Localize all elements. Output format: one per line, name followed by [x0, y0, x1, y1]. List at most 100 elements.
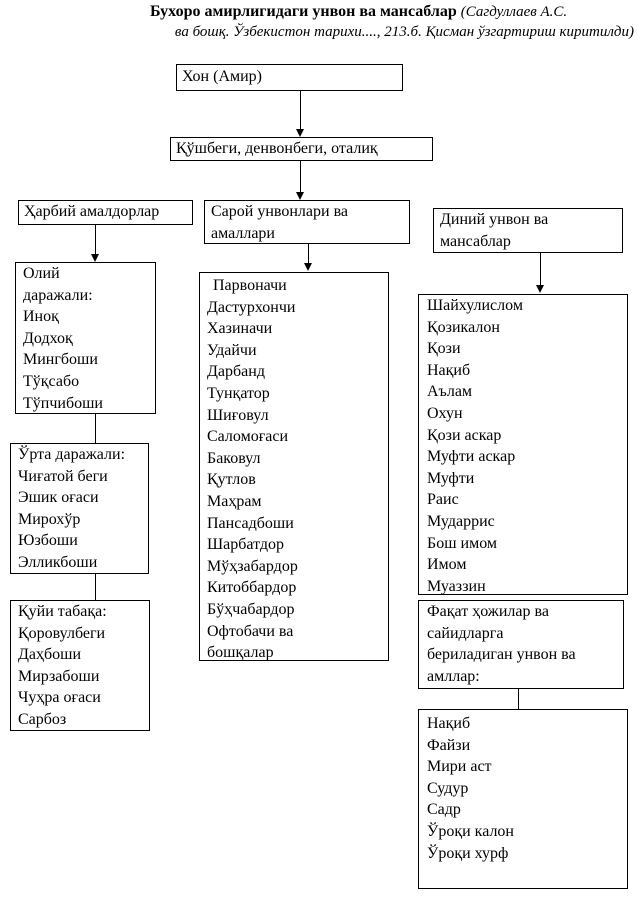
military-high-item: Додхоқ — [23, 329, 73, 347]
title-main: Бухоро амирлигидаги унвон ва мансаблар — [150, 3, 457, 20]
religious-item: Раис — [427, 491, 459, 509]
military-high-item: Олий — [23, 265, 60, 282]
arrow-down-icon — [296, 192, 304, 200]
hajji-item: Мири аст — [427, 758, 492, 776]
court-item: Дарбанд — [207, 363, 265, 381]
court-header-box: Сарой унвонлари ва амаллари — [204, 200, 410, 244]
military-header: Ҳарбий амалдорлар — [24, 203, 160, 220]
military-high-item: даражали: — [23, 286, 93, 304]
military-high-item: Мингбоши — [23, 351, 98, 369]
arrow-down-icon — [536, 285, 544, 293]
diagram-title: Бухоро амирлигидаги унвон ва мансаблар (… — [150, 3, 567, 21]
hajji-item: Ўроқи хурф — [427, 844, 509, 862]
khan-box: Хон (Амир) — [176, 64, 403, 91]
court-item: Шарбатдор — [207, 536, 284, 554]
religious-header-word: унвон — [489, 211, 530, 228]
religious-header-word: ва — [533, 211, 549, 228]
religious-header-box: Диний унвон ва мансаблар — [433, 208, 623, 253]
court-item: Китоббардор — [207, 579, 297, 597]
religious-item: Имом — [427, 556, 467, 574]
military-high-item: Тўпчибоши — [23, 394, 103, 412]
connector-line — [95, 225, 96, 254]
court-item: бошқалар — [207, 644, 274, 662]
hajji-item: Нақиб — [427, 715, 471, 732]
religious-item: Муфти аскар — [427, 448, 516, 466]
court-item: Удайчи — [207, 341, 257, 359]
connector-line — [518, 689, 519, 710]
religious-item: Қози — [427, 340, 461, 358]
religious-item: Муфти — [427, 469, 475, 487]
military-header-box: Ҳарбий амалдорлар — [18, 200, 193, 225]
religious-item: Бош имом — [427, 534, 498, 552]
military-low-item: Мирзабоши — [18, 667, 100, 685]
military-high-item: Иноқ — [23, 308, 59, 326]
military-high-item: Тўқсабо — [23, 372, 80, 390]
court-header-word: унвонлари — [257, 203, 330, 220]
hajji-header-line: сайидларга — [427, 624, 504, 642]
religious-item: Муаззин — [427, 577, 486, 595]
military-low-item: Қуйи табақа: — [18, 603, 107, 620]
court-item: Баковул — [207, 449, 261, 467]
hajji-item: Ўроқи калон — [427, 822, 514, 840]
court-item: Дастурхончи — [207, 298, 296, 316]
military-low-item: Қоровулбеги — [18, 624, 106, 642]
court-item: Саломоғаси — [207, 428, 289, 446]
court-header-line1: Сарой унвонлари ва — [211, 201, 403, 223]
court-header-word: Сарой — [211, 203, 254, 220]
religious-header-line1: Диний унвон ва — [440, 209, 616, 231]
connector-line — [95, 574, 96, 600]
kushbegi-label: Қўшбеги, денвонбеги, оталиқ — [176, 140, 378, 157]
hajji-header-line: бериладиган унвон ва — [427, 646, 576, 664]
court-item: Парвоначи — [213, 277, 287, 294]
military-middle-item: Элликбоши — [18, 553, 98, 571]
hajji-header-box: Фақат ҳожилар ва сайидларга бериладиган ун… — [418, 600, 624, 689]
court-header-line2: амаллари — [211, 224, 275, 242]
hajji-header-line: Фақат ҳожилар ва — [427, 603, 549, 620]
court-item: Тунқатор — [207, 384, 270, 402]
religious-item: Аълам — [427, 383, 473, 401]
hajji-item: Файзи — [427, 736, 471, 754]
connector-line — [540, 253, 541, 285]
hajji-item: Садр — [427, 801, 461, 819]
religious-item: Нақиб — [427, 361, 471, 379]
title-source: (Сагдуллаев А.С. — [460, 4, 568, 20]
arrow-down-icon — [296, 129, 304, 137]
khan-label: Хон (Амир) — [182, 68, 263, 85]
military-middle-item: Юзбоши — [18, 532, 78, 550]
military-low-item: Чуҳра оғаси — [18, 689, 101, 707]
religious-item: Мударрис — [427, 512, 495, 530]
religious-item: Қози аскар — [427, 426, 502, 444]
military-middle-item: Ўрта даражали: — [18, 446, 126, 463]
arrow-down-icon — [304, 263, 312, 271]
court-header-word: ва — [333, 203, 349, 220]
court-item: Маҳрам — [207, 492, 262, 510]
court-item: Шиғовул — [207, 406, 269, 424]
connector-line — [300, 91, 301, 129]
military-middle-item: Мирохўр — [18, 510, 81, 528]
military-low-item: Даҳбоши — [18, 646, 82, 664]
connector-line — [95, 414, 96, 444]
kushbegi-box: Қўшбеги, денвонбеги, оталиқ — [170, 137, 433, 161]
title-source-line2: ва бошқ. Ўзбекистон тарихи...., 213.б. Қ… — [174, 24, 634, 40]
religious-item: Қозикалон — [427, 318, 500, 336]
religious-header-line2: мансаблар — [440, 232, 511, 250]
connector-line — [300, 161, 301, 192]
court-item: Мўҳзабардор — [207, 557, 298, 575]
court-item: Пансадбоши — [207, 514, 294, 532]
court-item: Қутлов — [207, 471, 256, 489]
religious-item: Охун — [427, 404, 463, 422]
court-item: Хазиначи — [207, 320, 273, 338]
religious-header-word: Диний — [440, 211, 486, 228]
hajji-header-line: амллар: — [427, 667, 480, 685]
arrow-down-icon — [91, 254, 99, 262]
military-low-item: Сарбоз — [18, 710, 67, 728]
military-middle-item: Чиғатой беги — [18, 467, 108, 485]
hajji-item: Судур — [427, 779, 469, 797]
court-item: Бўҳчабардор — [207, 600, 295, 618]
religious-item: Шайхулислом — [427, 297, 523, 314]
